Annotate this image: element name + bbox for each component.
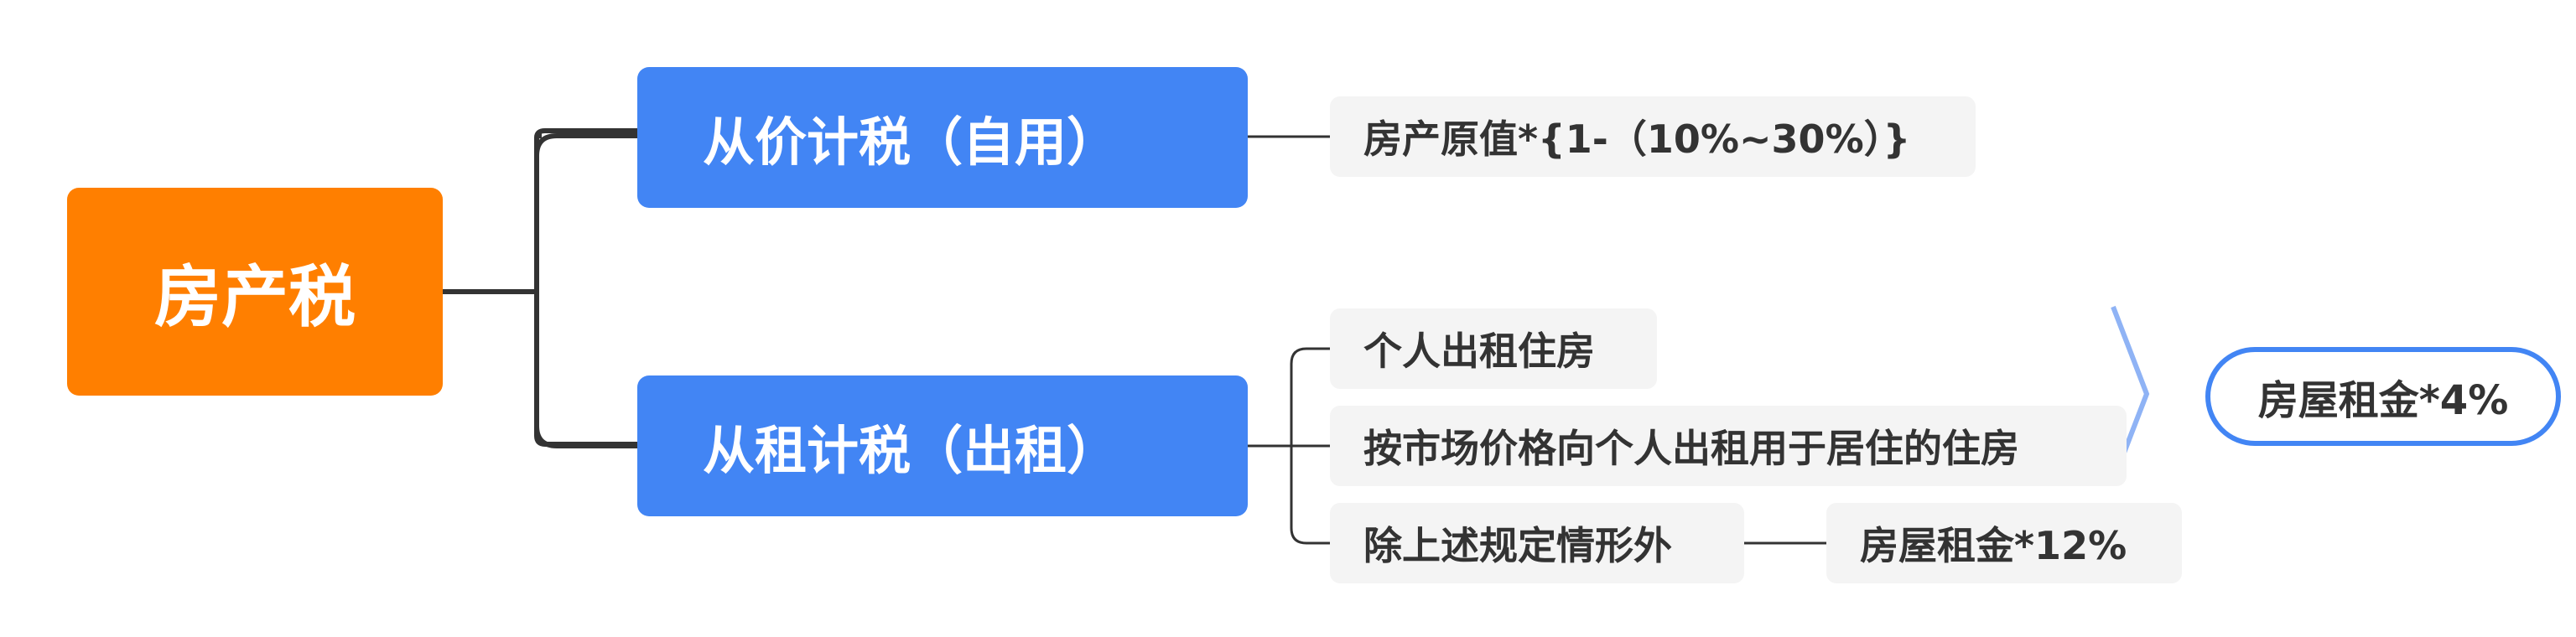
branch2-leaf-connector: [1248, 347, 1330, 545]
branch-node-ad-valorem[interactable]: 从价计税（自用）: [637, 67, 1248, 208]
leaf-label: 房产原值*{1-（10%~30%）}: [1363, 117, 1911, 162]
leaf-label: 除上述规定情形外: [1363, 523, 1672, 568]
leaf-label: 房屋租金*12%: [1860, 523, 2127, 568]
leaf-individual-rental[interactable]: 个人出租住房: [1330, 308, 1657, 389]
leaf-label: 按市场价格向个人出租用于居住的住房: [1363, 426, 2019, 471]
root-branch-elbows: [534, 133, 637, 448]
branch-label: 从价计税（自用）: [703, 111, 1119, 173]
root-node[interactable]: 房产税: [67, 188, 443, 396]
summary-label: 房屋租金*4%: [2257, 377, 2509, 424]
leaf-formula-ad-valorem[interactable]: 房产原值*{1-（10%~30%）}: [1330, 96, 1976, 177]
leaf-rent-12-percent[interactable]: 房屋租金*12%: [1826, 503, 2182, 583]
leaf-other-cases[interactable]: 除上述规定情形外: [1330, 503, 1744, 583]
leaf-label: 个人出租住房: [1363, 329, 1595, 374]
leaf-market-rental[interactable]: 按市场价格向个人出租用于居住的住房: [1330, 406, 2127, 486]
branch-label: 从租计税（出租）: [703, 420, 1119, 481]
root-branch-connector: [443, 128, 637, 447]
branch-node-rental[interactable]: 从租计税（出租）: [637, 375, 1248, 516]
root-label: 房产税: [154, 258, 356, 336]
summary-rent-4-percent[interactable]: 房屋租金*4%: [2205, 347, 2561, 446]
